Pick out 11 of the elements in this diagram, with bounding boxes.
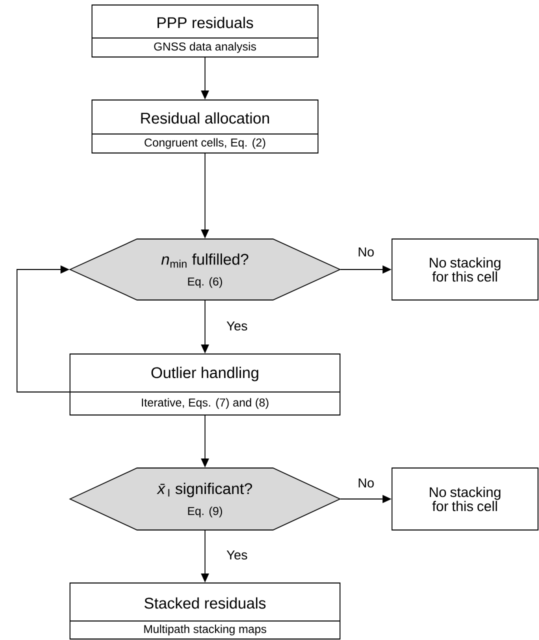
process-box: Outlier handling Iterative, Eqs. (7) and (8)	[70, 354, 340, 416]
arrow	[16, 265, 70, 392]
process-box: Residual allocation Congruent cells, Eq. (2)	[92, 100, 318, 154]
edge-label: No	[356, 477, 376, 489]
edge-label: No	[356, 246, 376, 258]
terminal-box: No stacking for this cell	[392, 238, 538, 300]
process-box: PPP residuals GNSS data analysis	[92, 4, 318, 58]
edge-label: Yes	[225, 549, 249, 561]
edge-label: Yes	[225, 320, 249, 332]
terminal-box: No stacking for this cell	[392, 468, 538, 530]
process-box: Stacked residuals Multipath stacking maps	[70, 582, 340, 640]
